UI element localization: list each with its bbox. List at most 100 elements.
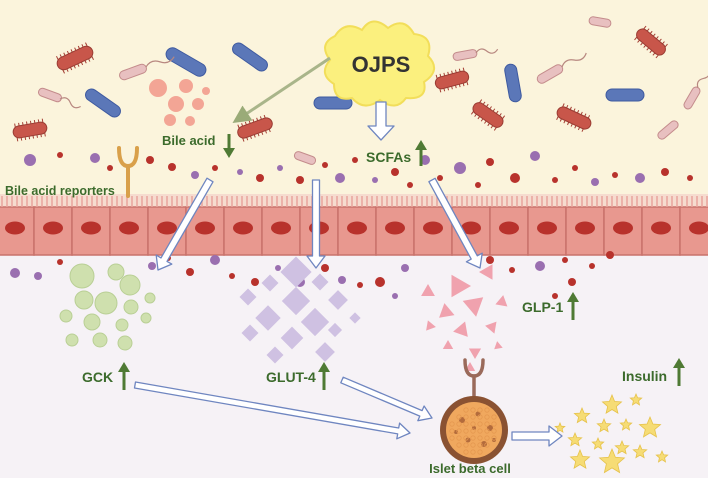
glut4-crystal bbox=[315, 342, 335, 362]
bacterium bbox=[657, 120, 679, 140]
insulin-star bbox=[569, 448, 591, 469]
open-arrow bbox=[511, 425, 563, 447]
cell-nucleus bbox=[157, 221, 177, 235]
cell-vesicle bbox=[456, 442, 462, 448]
metabolite-dot bbox=[407, 182, 413, 188]
bacterium bbox=[452, 49, 478, 61]
bacterium bbox=[434, 67, 470, 93]
gck-sphere bbox=[74, 290, 94, 310]
glut4-crystal bbox=[327, 322, 343, 338]
gck-label: GCK bbox=[82, 369, 113, 385]
glut4-label: GLUT-4 bbox=[266, 369, 316, 385]
bacterium-body bbox=[237, 117, 273, 139]
glp1-triangle bbox=[439, 303, 455, 318]
change-arrows bbox=[118, 134, 685, 390]
cell-nucleus bbox=[271, 221, 291, 235]
metabolite-dot bbox=[357, 282, 363, 288]
glp1-label: GLP-1 bbox=[522, 299, 563, 315]
cell-vesicle bbox=[456, 435, 462, 441]
metabolite-dot bbox=[568, 278, 576, 286]
cell-vesicle bbox=[477, 414, 483, 420]
metabolite-dot bbox=[296, 176, 304, 184]
cilia bbox=[41, 118, 46, 137]
cell-vesicle bbox=[463, 414, 469, 420]
bacterium-body bbox=[119, 63, 147, 81]
glp1-triangle bbox=[485, 321, 497, 334]
glp1-triangle bbox=[462, 297, 484, 317]
insulin-star bbox=[638, 415, 662, 438]
bile-acid-label: Bile acid bbox=[162, 133, 216, 148]
metabolite-dot bbox=[34, 272, 42, 280]
metabolite-dots bbox=[10, 151, 693, 299]
bacterium-body bbox=[452, 49, 478, 61]
glut4-crystal bbox=[300, 307, 330, 337]
cell-vesicle bbox=[477, 442, 483, 448]
cell-nucleus bbox=[119, 221, 139, 235]
metabolite-dot bbox=[486, 158, 494, 166]
metabolite-dot bbox=[191, 171, 199, 179]
gck-sphere bbox=[94, 291, 118, 315]
cell-nucleus bbox=[195, 221, 215, 235]
gck-change-arrow bbox=[118, 362, 130, 390]
cell-vesicle bbox=[484, 421, 490, 427]
metabolite-dot bbox=[606, 251, 614, 259]
insulin-star bbox=[591, 436, 605, 450]
bacterium-body bbox=[56, 45, 94, 71]
islet-beta-cell-label: Islet beta cell bbox=[429, 461, 511, 476]
metabolite-dot bbox=[57, 259, 63, 265]
gck-sphere bbox=[119, 274, 141, 296]
glut4-crystal bbox=[241, 324, 259, 342]
arrow-head bbox=[223, 148, 235, 158]
open-arrow bbox=[428, 177, 483, 269]
glp1-triangle bbox=[426, 320, 436, 331]
bacterium bbox=[556, 103, 592, 132]
cell-nucleus bbox=[347, 221, 367, 235]
cell-nucleus bbox=[81, 221, 101, 235]
insulin-star bbox=[655, 449, 669, 463]
metabolite-dot bbox=[210, 255, 220, 265]
cilia bbox=[493, 115, 506, 131]
bacterium-body bbox=[293, 151, 317, 165]
arrow-head bbox=[567, 292, 579, 302]
metabolite-dot bbox=[275, 265, 281, 271]
bile-acid-sphere bbox=[164, 114, 176, 126]
bacterium bbox=[588, 16, 612, 28]
gck-sphere bbox=[65, 333, 79, 347]
open-arrow bbox=[133, 381, 411, 440]
insulin-star bbox=[598, 447, 626, 474]
cell-vesicle bbox=[456, 421, 462, 427]
cell-vesicle bbox=[449, 428, 455, 434]
gck-sphere bbox=[117, 335, 133, 351]
cell-vesicle bbox=[491, 435, 497, 441]
ojps-to-bile-acid-arrow bbox=[232, 56, 331, 123]
bacterium-body bbox=[636, 28, 666, 56]
glp1-triangle bbox=[421, 284, 435, 296]
insulin-star bbox=[601, 393, 623, 414]
bacterium-body bbox=[472, 102, 504, 128]
bile-acid-change-arrow bbox=[223, 134, 235, 158]
bile-acid-sphere bbox=[192, 98, 204, 110]
metabolite-dot bbox=[229, 273, 235, 279]
metabolite-dot bbox=[57, 152, 63, 158]
metabolite-dot bbox=[510, 173, 520, 183]
metabolite-dot bbox=[401, 264, 409, 272]
metabolite-dot bbox=[10, 268, 20, 278]
cell-vesicle bbox=[484, 407, 490, 413]
insulin-star-cluster-icon bbox=[554, 392, 669, 474]
glp1-change-arrow bbox=[567, 292, 579, 320]
glut4-crystal bbox=[349, 312, 361, 324]
metabolite-dot bbox=[552, 293, 558, 299]
metabolite-dot bbox=[687, 175, 693, 181]
bile-acid-icon bbox=[149, 79, 210, 126]
metabolite-dot bbox=[90, 153, 100, 163]
metabolite-dot bbox=[475, 182, 481, 188]
cell-nucleus bbox=[499, 221, 519, 235]
bacterium-flagellum bbox=[59, 97, 81, 109]
cell-nucleus bbox=[233, 221, 253, 235]
cell-vesicle bbox=[463, 421, 469, 427]
bacterium-flagellum bbox=[475, 48, 499, 54]
open-arrow bbox=[155, 177, 214, 271]
cell-vesicle bbox=[470, 449, 476, 455]
cell-nucleus bbox=[385, 221, 405, 235]
bacterium-body bbox=[12, 121, 48, 139]
